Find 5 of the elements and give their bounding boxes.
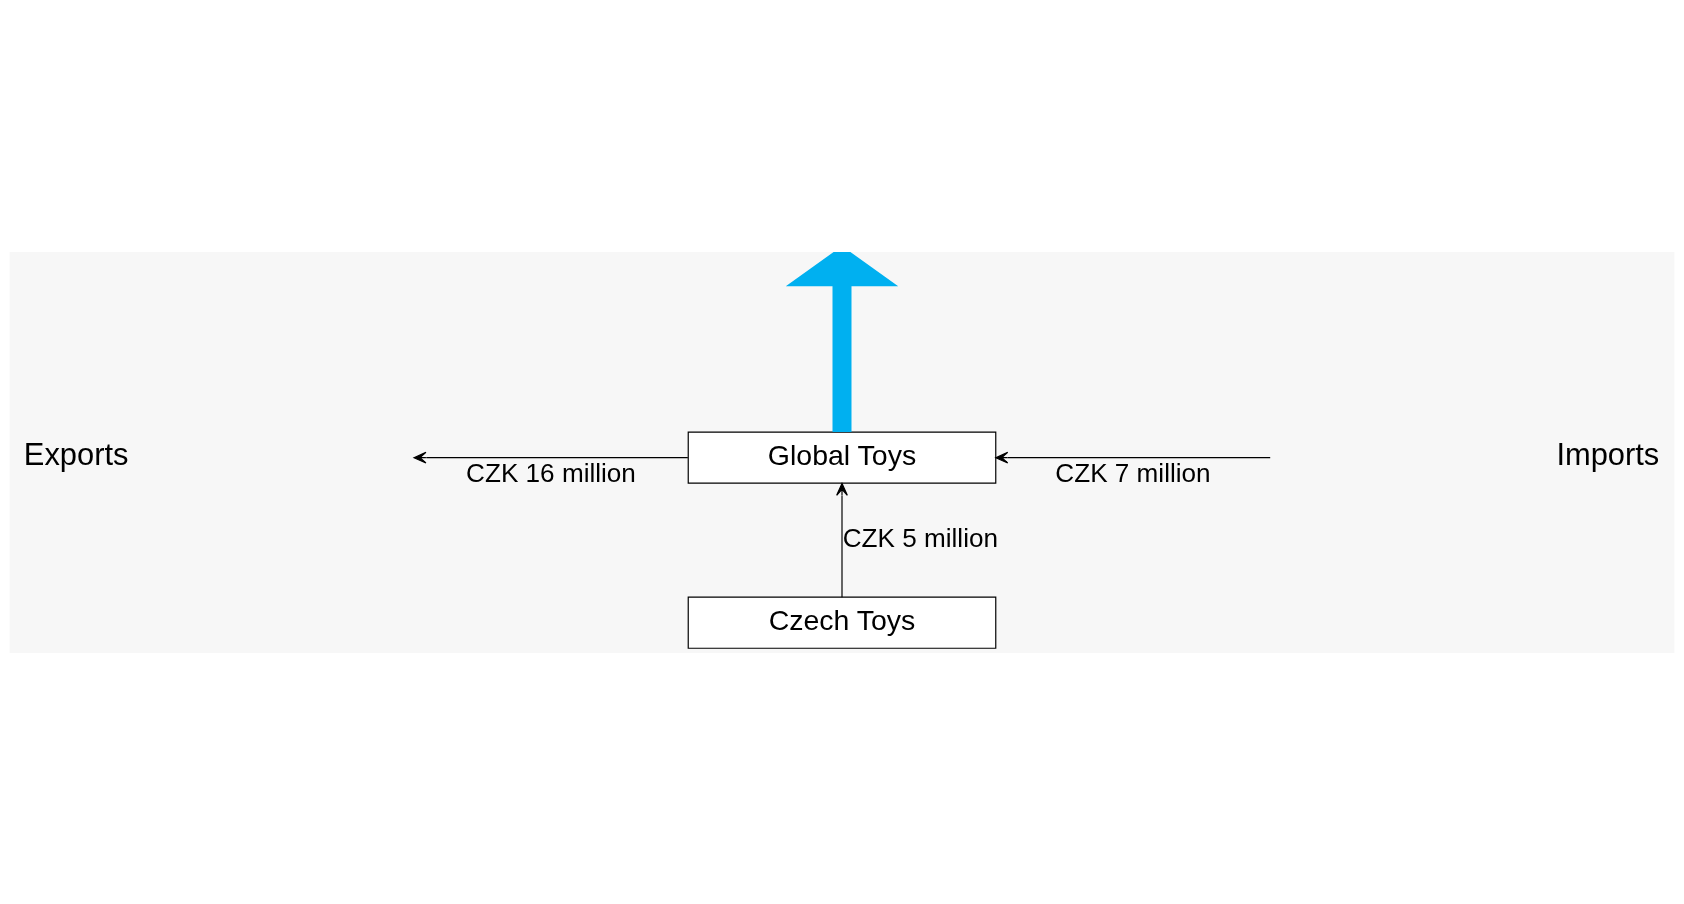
- label: Imports: [1556, 436, 1660, 472]
- edge-label: CZK 16 million: [466, 457, 636, 488]
- label: Exports: [23, 436, 129, 472]
- edge-label: CZK 7 million: [1055, 457, 1211, 488]
- edge-label: CZK 5 million: [842, 522, 998, 553]
